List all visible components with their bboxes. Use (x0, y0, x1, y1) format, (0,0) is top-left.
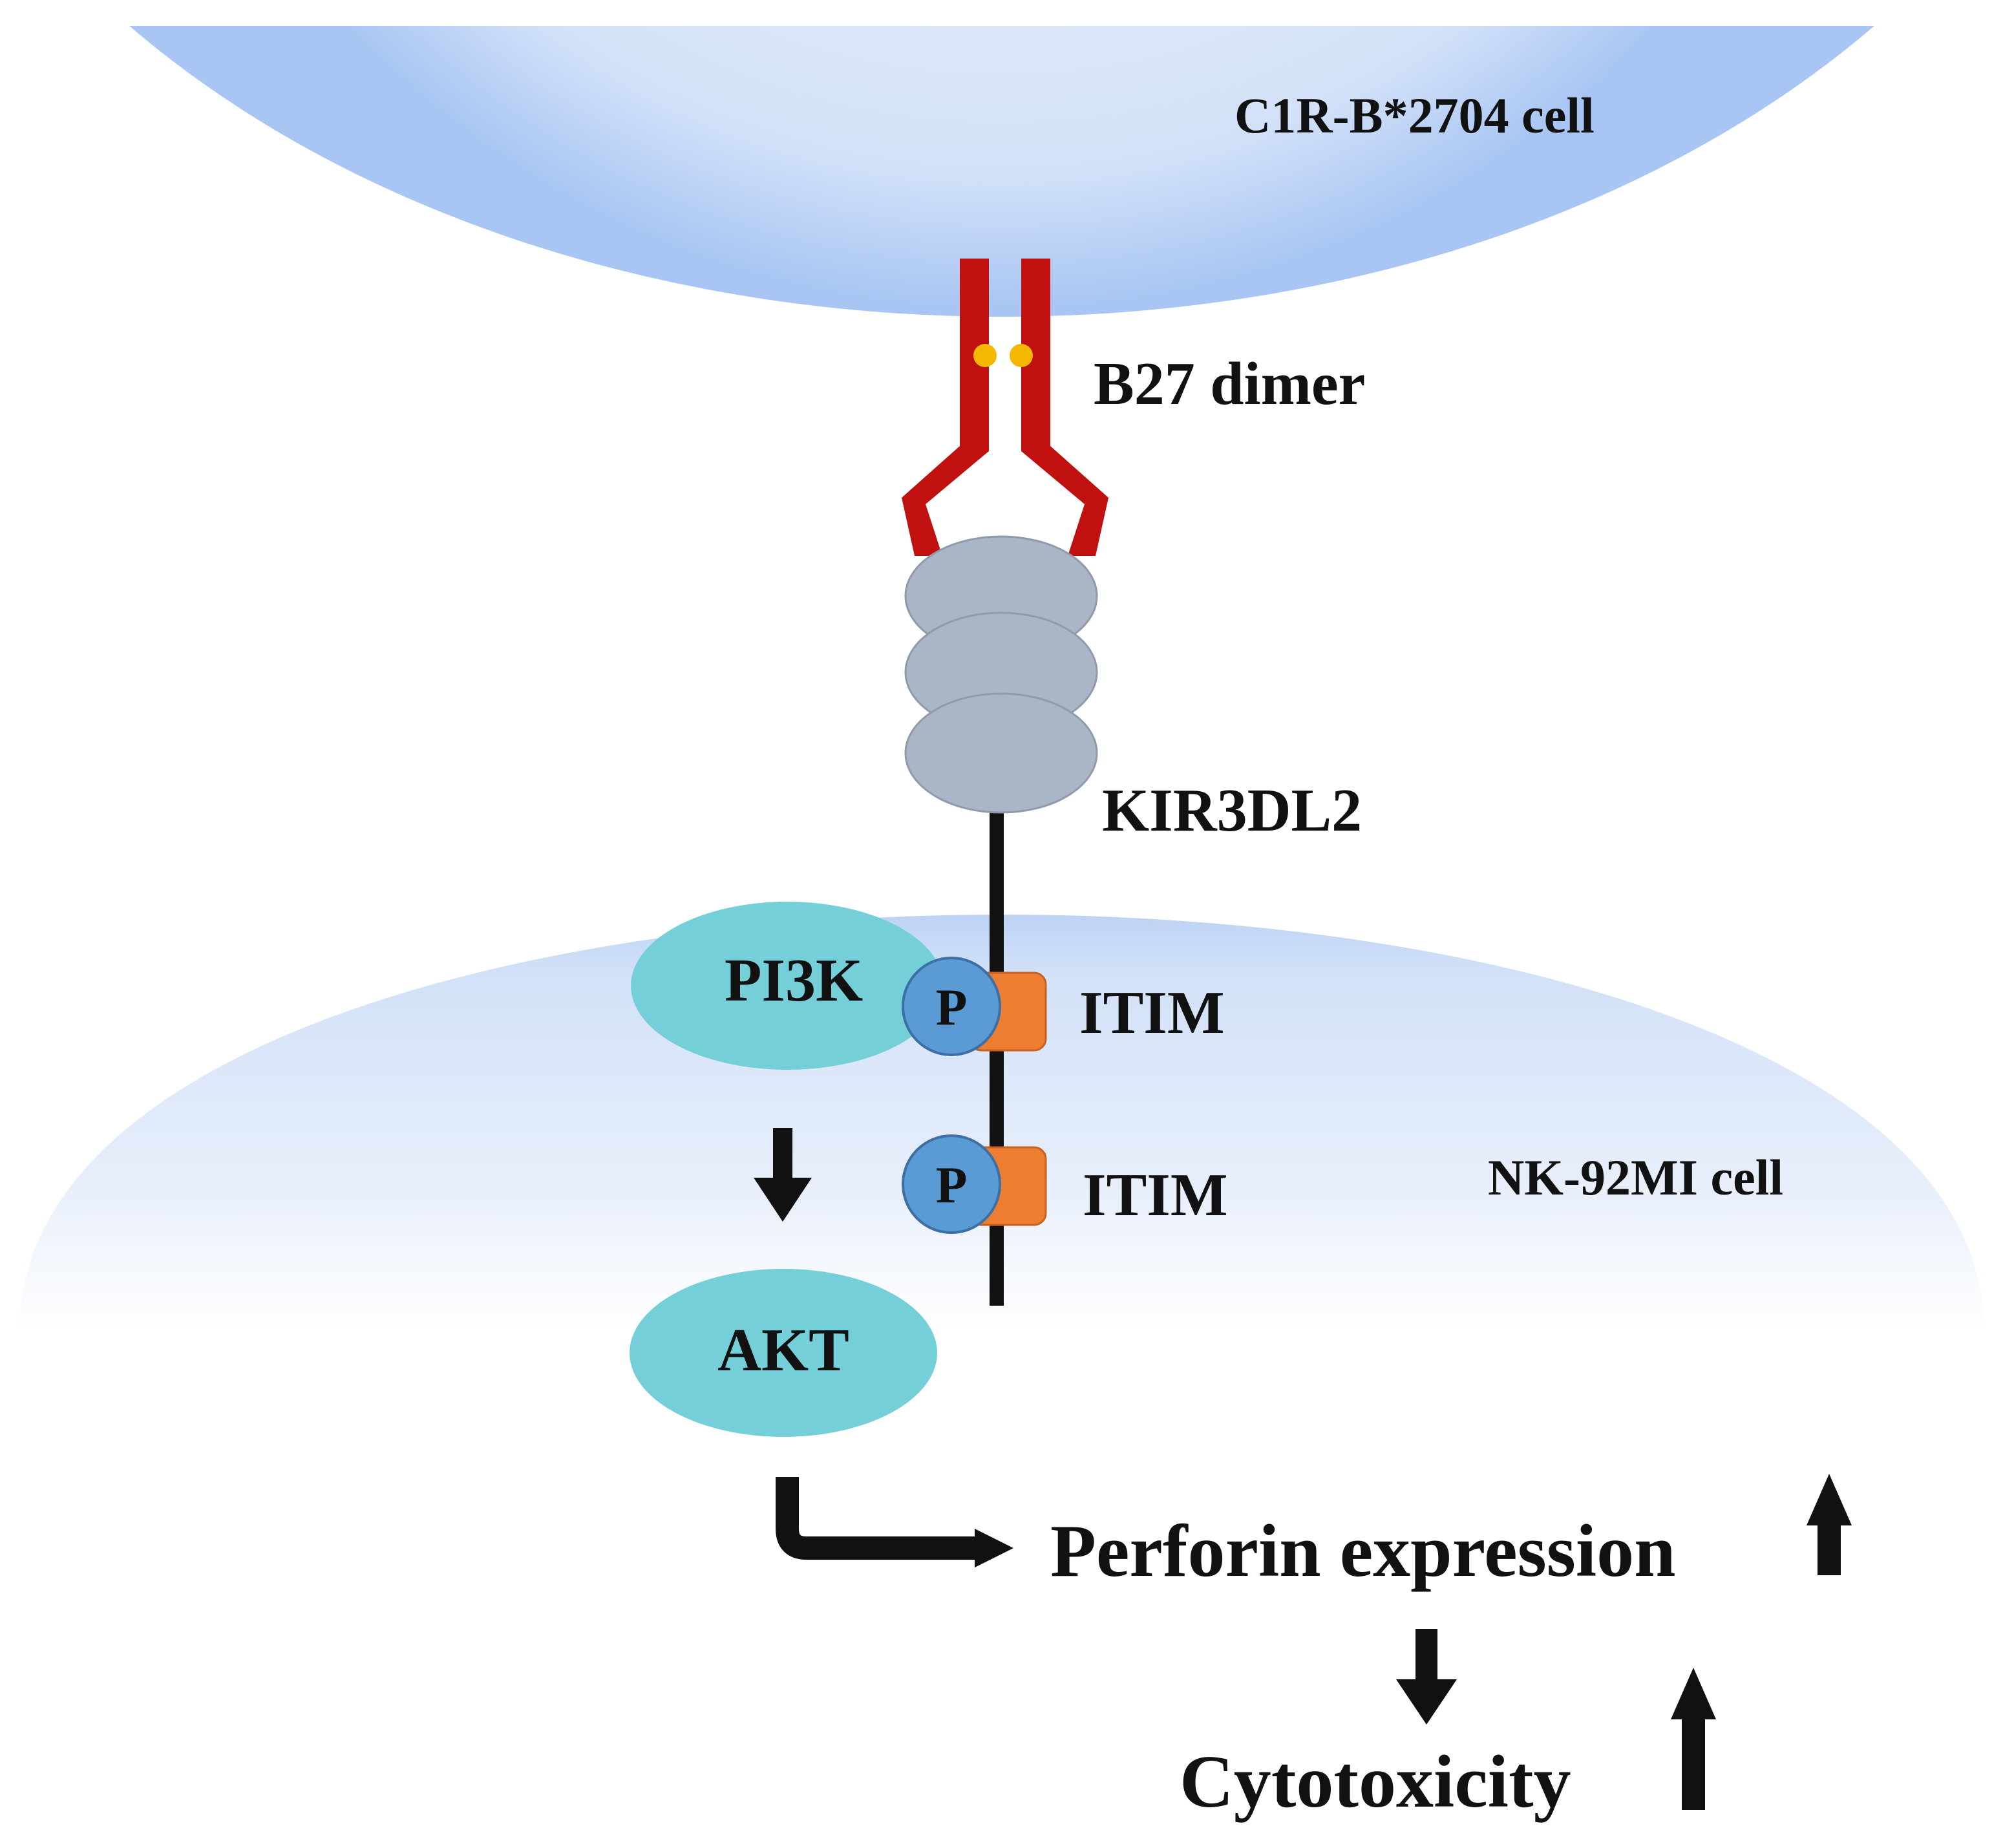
cytotoxicity-increase-arrow (1671, 1668, 1716, 1810)
akt-ellipse (630, 1269, 937, 1437)
perforin-increase-arrow (1807, 1474, 1852, 1575)
perforin-label: Perforin expression (1050, 1510, 1676, 1593)
top-cell-label: C1R-B*2704 cell (1235, 87, 1595, 143)
kir3dl2-label: KIR3DL2 (1102, 777, 1362, 844)
cytotoxicity-label: Cytotoxicity (1180, 1741, 1571, 1823)
bottom-cell-label: NK-92MI cell (1488, 1149, 1783, 1205)
phospho-label: P (936, 979, 968, 1036)
disulfide-dot (973, 344, 997, 367)
perforin-to-cytotoxicity-arrow (1396, 1629, 1457, 1725)
itim-label: ITIM (1083, 1162, 1228, 1229)
akt-label: AKT (717, 1317, 849, 1384)
kir-domain (904, 692, 1098, 814)
b27-dimer-label: B27 dimer (1094, 350, 1365, 418)
phospho-circle (902, 957, 1001, 1056)
akt-to-perforin-arrow (776, 1477, 1013, 1567)
phospho-circle (902, 1134, 1001, 1234)
phospho-label: P (936, 1157, 968, 1214)
disulfide-dot (1010, 344, 1033, 367)
pi3k-label: PI3K (725, 947, 863, 1014)
pi3k-to-akt-arrow (754, 1128, 812, 1222)
itim-label: ITIM (1079, 979, 1225, 1046)
b27-dimer-shape (902, 259, 1108, 556)
top-cell-membrane (129, 26, 1874, 317)
pi3k-ellipse (631, 902, 944, 1070)
